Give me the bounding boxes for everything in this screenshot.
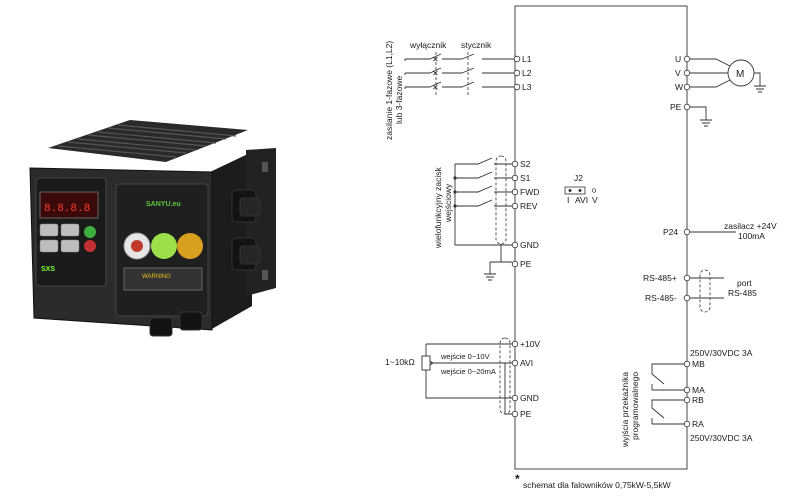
- jumper-mid-label: AVI: [575, 195, 588, 205]
- terminal-s1-label: S1: [520, 173, 531, 183]
- motor-label: M: [736, 69, 744, 80]
- rs485-label-line1: port: [737, 278, 752, 288]
- rs485-minus-label: RS-485-: [645, 293, 677, 303]
- p24-terminal-label: P24: [663, 227, 678, 237]
- motor-output: U V W PE M: [670, 54, 766, 127]
- multifunction-label-line1: wielofunkcyjny zacisk: [433, 166, 443, 249]
- terminal-pe-label: PE: [670, 102, 682, 112]
- footnote-star: *: [515, 472, 520, 486]
- footnote: * schemat dla falowników 0,75kW-5,5kW: [515, 472, 671, 490]
- photo-model-label: SXS: [41, 266, 55, 273]
- terminal-l3-label: L3: [522, 82, 532, 92]
- terminal-l3: [513, 83, 521, 91]
- jumper-left-label: I: [567, 195, 569, 205]
- potentiometer: [421, 355, 431, 371]
- relay-rating-top: 250V/30VDC 3A: [690, 348, 753, 358]
- relay-rating-bottom: 250V/30VDC 3A: [690, 433, 753, 443]
- multifunction-label-line2: wejściowy: [443, 183, 453, 223]
- relay-section: 250V/30VDC 3A 250V/30VDC 3A wyjścia prze…: [620, 348, 753, 448]
- terminal-gnd2-label: GND: [520, 393, 539, 403]
- terminal-u-label: U: [675, 54, 681, 64]
- p24-section: P24 zasilacz +24V 100mA: [663, 221, 777, 241]
- inverter-block: [514, 5, 688, 470]
- rs485-section: RS-485+ RS-485- port RS-485: [643, 269, 757, 313]
- analog-section: 1~10kΩ wejście 0~10V wejście 0~20mA +10V…: [385, 337, 540, 419]
- rs485-label-line2: RS-485: [728, 288, 757, 298]
- jumper-name: J2: [574, 173, 583, 183]
- terminal-l2-label: L2: [522, 68, 532, 78]
- terminal-10v-label: +10V: [520, 339, 540, 349]
- terminal-rb-label: RB: [692, 395, 704, 405]
- supply-label-line1: zasilanie 1-fazowe (L1,L2): [384, 41, 394, 140]
- pot-label: 1~10kΩ: [385, 357, 415, 367]
- terminal-gnd-label: GND: [520, 240, 539, 250]
- jumper-right-label: V: [592, 195, 598, 205]
- terminal-mb-label: MB: [692, 359, 705, 369]
- terminal-v-label: V: [675, 68, 681, 78]
- photo-warning-label: WARNING: [142, 274, 171, 280]
- p24-label-line1: zasilacz +24V: [724, 221, 777, 231]
- rs485-plus-label: RS-485+: [643, 273, 677, 283]
- svg-text:✕: ✕: [432, 83, 439, 92]
- supply-terminals: L1 L2 L3: [513, 54, 532, 92]
- motor-symbol: [727, 59, 755, 87]
- supply-label-line2: lub 3-fazowe: [394, 76, 404, 124]
- terminal-fwd-label: FWD: [520, 187, 539, 197]
- multifunction-section: wielofunkcyjny zacisk wejściowy S2: [433, 155, 539, 281]
- terminal-ma-label: MA: [692, 385, 705, 395]
- terminal-pe2-label: PE: [520, 259, 532, 269]
- terminal-ra-label: RA: [692, 419, 704, 429]
- p24-label-line2: 100mA: [738, 231, 765, 241]
- svg-text:✕: ✕: [432, 55, 439, 64]
- analog-in-ma-label: wejście 0~20mA: [440, 367, 496, 376]
- terminal-pe3-label: PE: [520, 409, 532, 419]
- relay-label-line1: wyjścia przekaźnika: [620, 372, 630, 448]
- inverter-photo: 8.8.8.8 SXS SANYU.eu WARNING: [29, 120, 276, 337]
- terminal-l1-label: L1: [522, 54, 532, 64]
- photo-brand-label: SANYU.eu: [146, 201, 181, 208]
- breaker-label: wyłącznik: [409, 40, 447, 50]
- contactor-label: stycznik: [461, 40, 492, 50]
- supply-section: zasilanie 1-fazowe (L1,L2) lub 3-fazowe …: [384, 40, 514, 140]
- terminal-rev-label: REV: [520, 201, 538, 211]
- svg-text:8.8.8.8: 8.8.8.8: [44, 203, 90, 215]
- terminal-l1: [513, 55, 521, 63]
- terminal-l2: [513, 69, 521, 77]
- jumper-j2: J2 I AVI V: [564, 173, 598, 205]
- terminal-w-label: W: [675, 82, 683, 92]
- relay-label-line2: programowalnego: [630, 372, 640, 440]
- terminal-s2-label: S2: [520, 159, 531, 169]
- analog-in-v-label: wejście 0~10V: [440, 352, 490, 361]
- footnote-text: schemat dla falowników 0,75kW-5,5kW: [523, 480, 671, 490]
- svg-text:✕: ✕: [432, 69, 439, 78]
- terminal-avi-label: AVI: [520, 358, 533, 368]
